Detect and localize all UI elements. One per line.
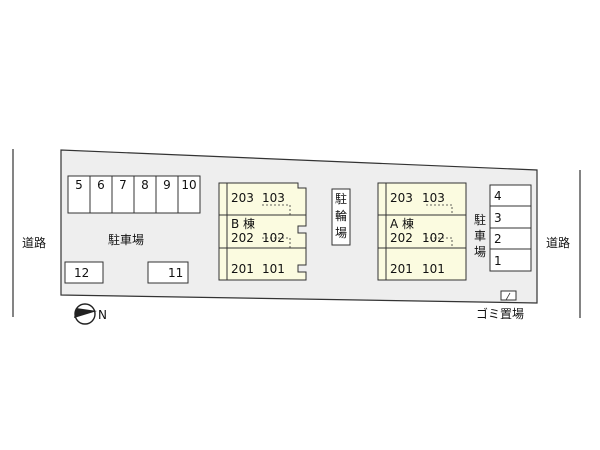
right-parking-char-1: 駐 xyxy=(474,212,486,227)
parking-space-12: 12 xyxy=(74,266,89,280)
north-arrow-icon: N xyxy=(74,303,107,325)
right-road-label: 道路 xyxy=(546,235,570,250)
parking-space-5: 5 xyxy=(75,178,83,192)
building-a-name: A 棟 xyxy=(390,216,414,231)
parking-space-11-box xyxy=(147,261,189,284)
parking-space-4: 4 xyxy=(494,189,502,203)
building-b: 203 103 B 棟 202 102 201 101 xyxy=(218,182,307,281)
parking-space-10: 10 xyxy=(181,178,196,192)
unit-b-101: 101 xyxy=(262,262,285,276)
parking-space-9: 9 xyxy=(163,178,171,192)
left-parking-label: 駐車場 xyxy=(108,232,144,247)
right-parking-char-3: 場 xyxy=(474,245,486,259)
right-parking-spaces: 4 3 2 1 xyxy=(489,184,532,272)
unit-a-101: 101 xyxy=(422,262,445,276)
left-parking-top-spaces: 5 6 7 8 9 10 xyxy=(67,175,201,214)
right-parking-char-2: 車 xyxy=(474,229,486,243)
bike-parking-char-2: 輪 xyxy=(335,208,347,223)
parking-space-12-box xyxy=(64,261,104,284)
unit-a-203: 203 xyxy=(390,191,413,205)
parking-space-6: 6 xyxy=(97,178,105,192)
unit-b-201: 201 xyxy=(231,262,254,276)
unit-a-201: 201 xyxy=(390,262,413,276)
bike-parking-char-3: 場 xyxy=(335,226,347,240)
parking-space-1: 1 xyxy=(494,254,502,268)
unit-a-103: 103 xyxy=(422,191,445,205)
unit-b-202: 202 xyxy=(231,231,254,245)
unit-b-103: 103 xyxy=(262,191,285,205)
unit-b-102: 102 xyxy=(262,231,285,245)
parking-space-7: 7 xyxy=(119,178,127,192)
parking-space-2: 2 xyxy=(494,232,502,246)
parking-space-11: 11 xyxy=(168,266,183,280)
unit-a-202: 202 xyxy=(390,231,413,245)
left-road-label: 道路 xyxy=(22,235,46,250)
building-b-name: B 棟 xyxy=(231,216,255,231)
parking-space-3: 3 xyxy=(494,211,502,225)
garbage-area-label: ゴミ置場 xyxy=(476,306,524,321)
north-label: N xyxy=(98,308,107,322)
parking-space-8: 8 xyxy=(141,178,149,192)
unit-a-102: 102 xyxy=(422,231,445,245)
bike-parking-box xyxy=(331,188,351,246)
building-a: 203 103 A 棟 202 102 201 101 xyxy=(377,182,467,281)
bike-parking-char-1: 駐 xyxy=(335,191,347,206)
unit-b-203: 203 xyxy=(231,191,254,205)
